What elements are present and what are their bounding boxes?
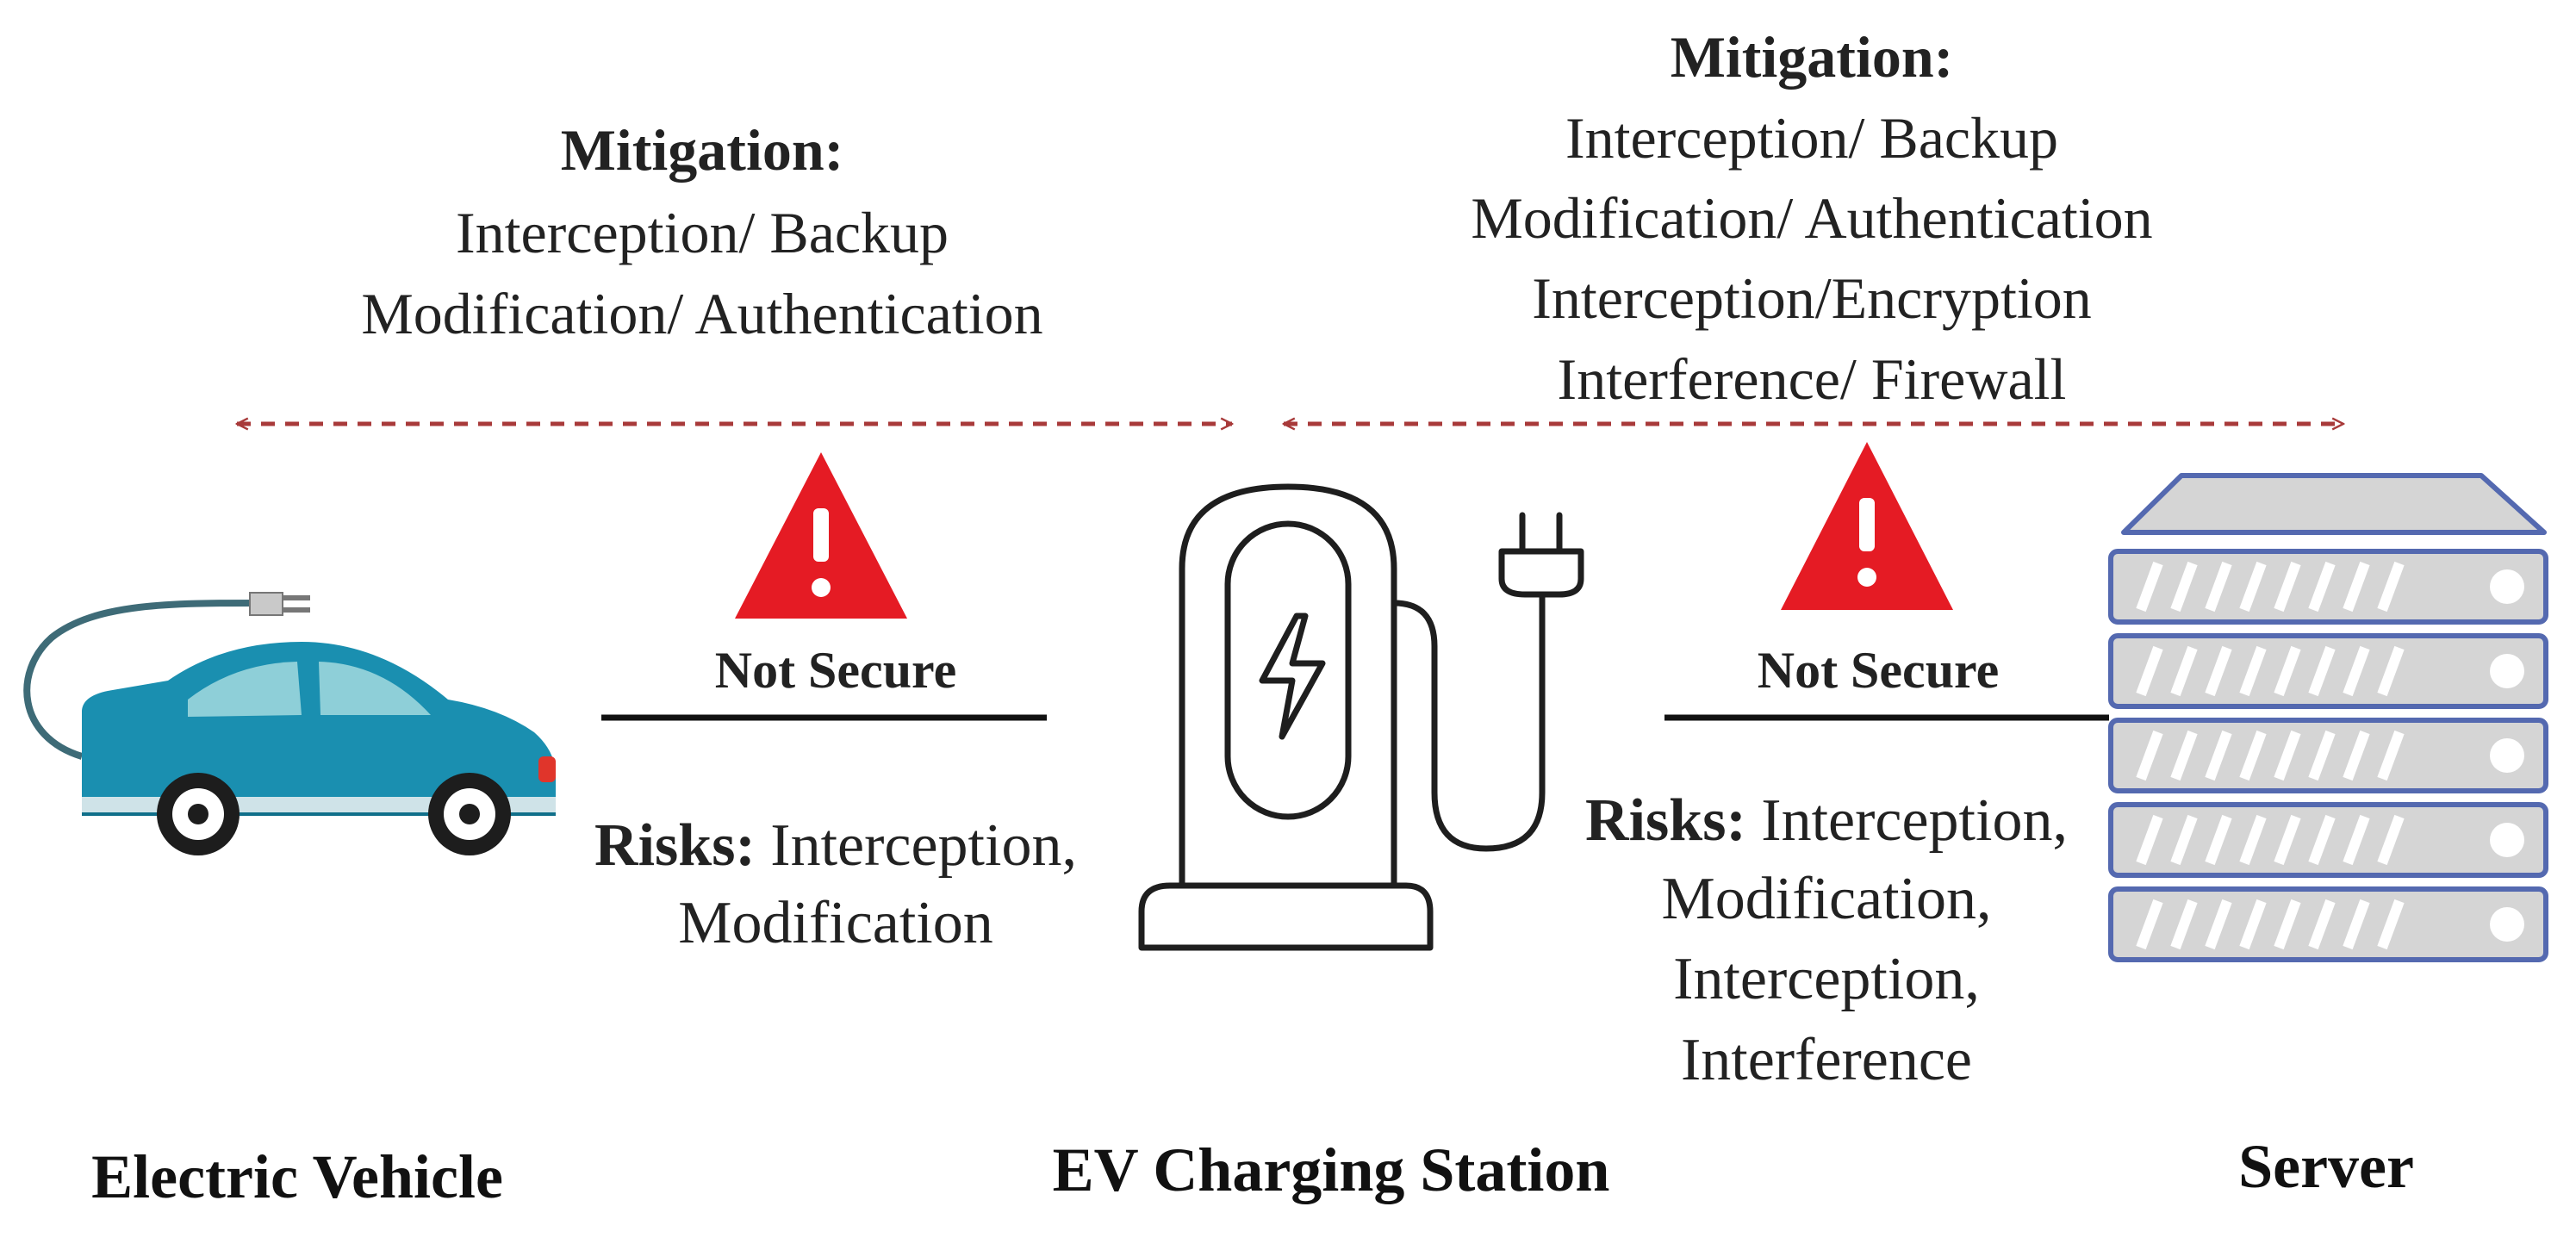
right-mitigation-title: Mitigation: [1670,24,1954,90]
left-mitigation-item: Modification/ Authentication [361,281,1043,346]
risk-item: Interception, [770,812,1077,879]
server-unit [2108,886,2548,962]
server-unit [2108,549,2548,625]
server-unit [2108,633,2548,709]
risks-label: Risks: [594,812,756,879]
warning-triangle-icon [735,452,907,619]
left-mitigation-title: Mitigation: [560,117,844,183]
left-risks-text: Risks: Interception, [534,816,1137,876]
server-label: Server [2238,1132,2414,1201]
warning-triangle-icon [1781,442,1953,610]
right-mitigation-item: Interception/ Backup [1565,105,2059,171]
left-risk-item: Modification [678,890,993,956]
server-unit [2108,718,2548,793]
right-risk-item: Interference [1680,1027,1973,1093]
left-mitigation-item: Interception/ Backup [455,200,949,265]
risks-label: Risks: [1585,787,1746,854]
charging-station-icon [1138,483,1584,951]
left-status-label: Not Secure [714,642,957,699]
risk-item: Interception, [1761,787,2068,854]
right-mitigation-item: Interference/ Firewall [1557,346,2067,412]
right-risks-text: Risks: Interception, [1516,791,2137,851]
electric-vehicle-label: Electric Vehicle [91,1142,503,1211]
right-mitigation-item: Modification/ Authentication [1471,185,2153,251]
server-unit [2108,802,2548,878]
server-rack-icon [2108,473,2548,962]
right-risk-item: Interception, [1673,946,1980,1012]
right-risk-item: Modification, [1661,866,1992,932]
electric-car-icon [23,592,556,855]
right-mitigation-item: Interception/Encryption [1532,265,2092,331]
charging-station-label: EV Charging Station [1052,1135,1610,1204]
right-status-label: Not Secure [1757,642,2000,699]
